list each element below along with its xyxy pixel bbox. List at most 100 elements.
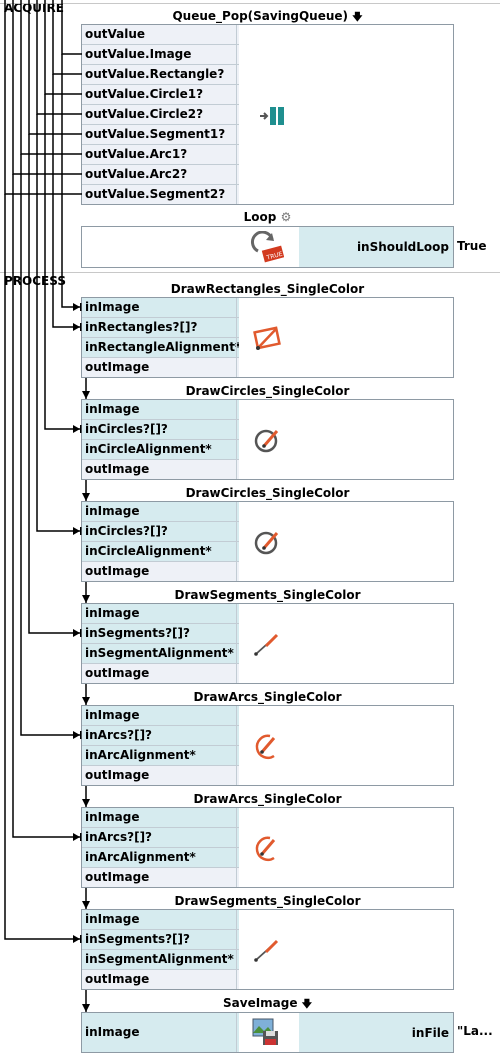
input-port[interactable]: inCircleAlignment* xyxy=(82,440,239,460)
input-port[interactable]: inSegmentAlignment* xyxy=(82,950,239,970)
block-divider xyxy=(236,400,237,479)
output-port[interactable]: outImage xyxy=(82,358,239,377)
wire-arrow xyxy=(80,629,82,637)
output-port[interactable]: outValue.Arc1? xyxy=(82,145,239,165)
output-port[interactable]: outValue.Circle2? xyxy=(82,105,239,125)
output-port[interactable]: outImage xyxy=(82,970,239,989)
input-port[interactable]: inArcs?[]? xyxy=(82,726,239,746)
output-port[interactable]: outValue.Arc2? xyxy=(82,165,239,185)
save-image-title-text: SaveImage xyxy=(223,996,298,1010)
process-section-label: PROCESS xyxy=(4,274,66,288)
input-port[interactable]: inArcAlignment* xyxy=(82,746,239,766)
save-image-title[interactable]: SaveImage 🡇 xyxy=(81,996,454,1014)
wire-arrow xyxy=(73,527,80,535)
wire-arrow xyxy=(73,833,80,841)
output-port[interactable]: outImage xyxy=(82,562,239,581)
file-value[interactable]: "La... xyxy=(457,1024,493,1038)
input-port[interactable]: inImage xyxy=(82,400,239,420)
wire xyxy=(36,0,82,115)
wire-arrow xyxy=(73,935,80,943)
should-loop-param[interactable]: inShouldLoop xyxy=(299,227,453,267)
block-divider xyxy=(236,25,237,204)
filter-title[interactable]: DrawCircles_SingleColor xyxy=(185,486,350,500)
input-port[interactable]: inImage xyxy=(82,1013,239,1052)
output-port[interactable]: outImage xyxy=(82,868,239,887)
arc-icon xyxy=(255,734,276,760)
input-port[interactable]: inImage xyxy=(82,706,239,726)
output-port[interactable]: outImage xyxy=(82,766,239,785)
wire xyxy=(4,194,80,940)
wire xyxy=(44,0,82,95)
input-port[interactable]: inSegmentAlignment* xyxy=(82,644,239,664)
wire-arrow xyxy=(82,595,90,603)
queue-pop-block[interactable]: outValue outValue.Image outValue.Rectang… xyxy=(81,24,454,205)
queue-pop-title[interactable]: Queue_Pop(SavingQueue) 🡇 xyxy=(81,9,454,27)
block-divider xyxy=(236,1013,237,1052)
input-port[interactable]: inImage xyxy=(82,808,239,828)
queue-pop-icon xyxy=(260,107,284,125)
filter-title[interactable]: DrawArcs_SingleColor xyxy=(193,792,342,806)
input-port[interactable]: inImage xyxy=(82,604,239,624)
output-port[interactable]: outValue.Circle1? xyxy=(82,85,239,105)
output-port[interactable]: outValue xyxy=(82,25,239,45)
output-port[interactable]: outImage xyxy=(82,460,239,479)
save-image-icon xyxy=(252,1018,278,1045)
wire xyxy=(12,174,80,838)
filter-title[interactable]: DrawArcs_SingleColor xyxy=(193,690,342,704)
output-port[interactable]: outValue.Segment2? xyxy=(82,185,239,204)
wire xyxy=(28,134,80,634)
input-port[interactable]: inRectangles?[]? xyxy=(82,318,239,338)
file-param[interactable]: inFile xyxy=(299,1013,453,1052)
wire-arrow xyxy=(73,731,80,739)
wire-arrow xyxy=(80,303,82,311)
block-divider xyxy=(236,706,237,785)
rectangle-icon xyxy=(253,326,281,350)
input-port[interactable]: inCircles?[]? xyxy=(82,522,239,542)
wire xyxy=(20,154,80,736)
wire-arrow xyxy=(82,901,90,909)
output-port[interactable]: outValue.Image xyxy=(82,45,239,65)
wire xyxy=(52,74,80,328)
should-loop-param-label: inShouldLoop xyxy=(356,240,449,254)
save-image-block[interactable]: inImage inFile xyxy=(81,1012,454,1053)
segment-icon xyxy=(254,633,279,656)
input-port[interactable]: inCircles?[]? xyxy=(82,420,239,440)
circle-icon xyxy=(254,531,279,555)
filter-title[interactable]: DrawSegments_SingleColor xyxy=(174,894,361,908)
filter-title[interactable]: DrawSegments_SingleColor xyxy=(174,588,361,602)
input-port[interactable]: inArcAlignment* xyxy=(82,848,239,868)
block-divider xyxy=(236,298,237,377)
wire-arrow xyxy=(73,323,80,331)
process-separator xyxy=(0,272,500,273)
loop-title[interactable]: Loop ⚙ xyxy=(81,210,454,224)
output-port[interactable]: outValue.Rectangle? xyxy=(82,65,239,85)
wire-arrow xyxy=(80,833,82,841)
wire xyxy=(52,0,82,75)
output-port[interactable]: outValue.Segment1? xyxy=(82,125,239,145)
filter-title[interactable]: DrawCircles_SingleColor xyxy=(185,384,350,398)
loop-block[interactable]: TRUE inShouldLoop xyxy=(81,226,454,268)
should-loop-value[interactable]: True xyxy=(457,239,487,253)
input-port[interactable]: inImage xyxy=(82,502,239,522)
input-port[interactable]: inArcs?[]? xyxy=(82,828,239,848)
input-port[interactable]: inImage xyxy=(82,298,239,318)
wire xyxy=(44,94,80,430)
acquire-separator xyxy=(0,3,500,4)
svg-text:TRUE: TRUE xyxy=(265,251,283,262)
output-port[interactable]: outImage xyxy=(82,664,239,683)
gear-icon: ⚙ xyxy=(280,210,292,224)
input-port[interactable]: inRectangleAlignment* xyxy=(82,338,239,358)
input-port[interactable]: inSegments?[]? xyxy=(82,930,239,950)
input-port[interactable]: inSegments?[]? xyxy=(82,624,239,644)
filter-title[interactable]: DrawRectangles_SingleColor xyxy=(170,282,365,296)
input-port[interactable]: inCircleAlignment* xyxy=(82,542,239,562)
input-port[interactable]: inImage xyxy=(82,910,239,930)
